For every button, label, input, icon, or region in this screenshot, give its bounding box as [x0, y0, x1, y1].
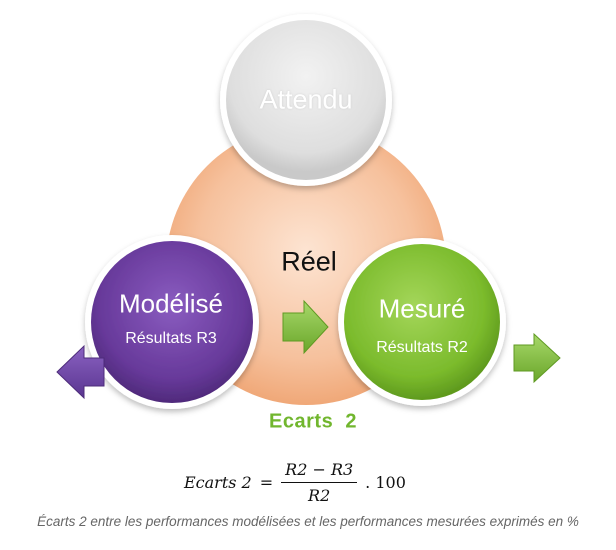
formula-fraction: R2 − R3 R2 — [281, 460, 358, 505]
left-circle-subtitle: Résultats R3 — [125, 330, 217, 347]
top-circle — [220, 14, 392, 186]
formula-numerator: R2 − R3 — [281, 460, 358, 483]
formula-equals: = — [259, 472, 274, 492]
result-label: Ecarts 2 — [269, 410, 357, 433]
right-circle — [338, 238, 506, 406]
left-circle — [85, 235, 259, 409]
formula-denominator: R2 — [308, 485, 331, 505]
formula: Ecarts 2 = R2 − R3 R2 . 100 — [184, 458, 406, 506]
right-circle-title: Mesuré — [378, 293, 466, 324]
left-outgoing-arrow — [56, 344, 105, 400]
center-label: Réel — [281, 246, 337, 277]
top-circle-label: Attendu — [259, 84, 353, 115]
figure-caption: Écarts 2 entre les performances modélisé… — [37, 514, 579, 529]
formula-lhs: Ecarts 2 — [184, 472, 252, 492]
left-circle-title: Modélisé — [118, 288, 224, 319]
right-outgoing-arrow — [513, 332, 561, 384]
center-right-arrow — [282, 299, 329, 355]
right-circle-subtitle: Résultats R2 — [376, 339, 468, 356]
formula-multiplier: . 100 — [365, 472, 406, 492]
